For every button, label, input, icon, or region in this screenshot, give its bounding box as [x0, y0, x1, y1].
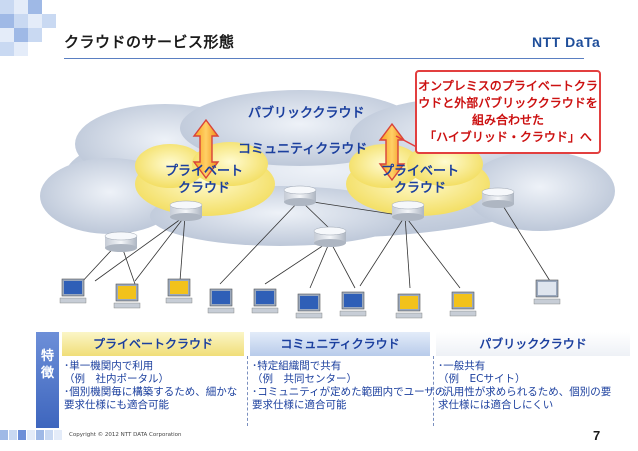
pc-icon [339, 291, 367, 317]
column-header: コミュニティクラウド [250, 332, 430, 356]
server-cylinders [104, 185, 515, 252]
copyright-text: Copyright © 2012 NTT DATA Corporation [69, 432, 182, 438]
features-side-label: 特 徴 [36, 332, 59, 428]
page-title: クラウドのサービス形態 [64, 33, 235, 51]
server-cylinder [283, 185, 317, 206]
header-decoration [0, 0, 56, 56]
column-body: ･特定組織間で共有 （例 共同センター） ･コミュニティが定めた範囲内でユーザの… [250, 356, 446, 412]
column-community: コミュニティクラウド ･特定組織間で共有 （例 共同センター） ･コミュニティが… [250, 332, 446, 428]
pc-icon [207, 288, 235, 314]
callout-line: オンプレミスのプライベートクラ [418, 79, 598, 93]
private-cloud-right-label: プライベート クラウド [381, 163, 459, 197]
column-body: ･一般共有 （例 ECサイト） ･汎用性が求められるため、個別の要 求仕様には適… [436, 356, 630, 412]
private-right-line-2: クラウド [394, 181, 447, 196]
private-cloud-left [135, 142, 275, 216]
pc-icon [59, 278, 87, 304]
column-divider [433, 356, 434, 426]
side-char: 徴 [40, 366, 54, 381]
feature-line: （例 ECサイト） [438, 373, 526, 385]
pc-icon [295, 293, 323, 319]
side-char: 特 [40, 349, 54, 364]
server-cylinder [313, 226, 347, 247]
slide-header: クラウドのサービス形態 NTT DaTa [0, 0, 638, 66]
pc-icon [165, 278, 193, 304]
hybrid-arrow-right [378, 122, 406, 182]
server-cylinder [104, 231, 138, 252]
column-body: ･単一機関内で利用 （例 社内ポータル） ･個別機関毎に構築するため、細かな 要… [62, 356, 244, 412]
feature-line: 要求仕様にも適合可能 [64, 399, 169, 411]
feature-line: （例 社内ポータル） [64, 373, 169, 385]
feature-line: 要求仕様に適合可能 [252, 399, 347, 411]
pc-icon [251, 288, 279, 314]
hybrid-arrow-left [192, 118, 220, 180]
callout-line: 「ハイブリッド・クラウド」へ [424, 130, 592, 144]
header-divider [64, 58, 584, 59]
public-cloud-label: パブリッククラウド [248, 106, 365, 121]
company-logo: NTT DaTa [532, 34, 601, 50]
feature-line: ･汎用性が求められるため、個別の要 [438, 386, 612, 398]
pc-icon [533, 279, 561, 305]
server-cylinder [481, 187, 515, 208]
footer-decoration [0, 430, 62, 440]
pc-icon [449, 291, 477, 317]
feature-line: （例 共同センター） [252, 373, 357, 385]
column-divider [247, 356, 248, 426]
slide-footer: Copyright © 2012 NTT DATA Corporation 7 [0, 428, 638, 451]
feature-line: ･個別機関毎に構築するため、細かな [64, 386, 238, 398]
pc-icon [395, 293, 423, 319]
column-private: プライベートクラウド ･単一機関内で利用 （例 社内ポータル） ･個別機関毎に構… [62, 332, 244, 428]
computer-icons [59, 278, 561, 319]
server-cylinder [169, 200, 203, 221]
feature-line: ･一般共有 [438, 360, 486, 372]
feature-line: ･単一機関内で利用 [64, 360, 154, 372]
private-cloud-left-label: プライベート クラウド [165, 163, 243, 197]
network-lines [79, 199, 551, 289]
column-header: プライベートクラウド [62, 332, 244, 356]
private-right-line-1: プライベート [381, 164, 460, 179]
feature-line: ･コミュニティが定めた範囲内でユーザの [252, 386, 446, 398]
hybrid-callout: オンプレミスのプライベートクラ ウドと外部パブリッククラウドを 組み合わせた 「… [415, 70, 601, 154]
column-public: パブリッククラウド ･一般共有 （例 ECサイト） ･汎用性が求められるため、個… [436, 332, 630, 428]
private-left-line-1: プライベート [165, 164, 244, 179]
page-number: 7 [593, 428, 601, 443]
feature-table: 特 徴 プライベートクラウド ･単一機関内で利用 （例 社内ポータル） ･個別機… [36, 332, 632, 428]
server-cylinder [391, 200, 425, 221]
feature-line: 求仕様には適合しにくい [438, 399, 554, 411]
feature-line: ･特定組織間で共有 [252, 360, 342, 372]
callout-line: ウドと外部パブリッククラウドを [418, 96, 598, 110]
private-left-line-2: クラウド [178, 181, 231, 196]
community-cloud-label: コミュニティクラウド [238, 142, 368, 157]
pc-icon [113, 283, 141, 309]
column-header: パブリッククラウド [436, 332, 630, 356]
callout-line: 組み合わせた [471, 113, 544, 127]
